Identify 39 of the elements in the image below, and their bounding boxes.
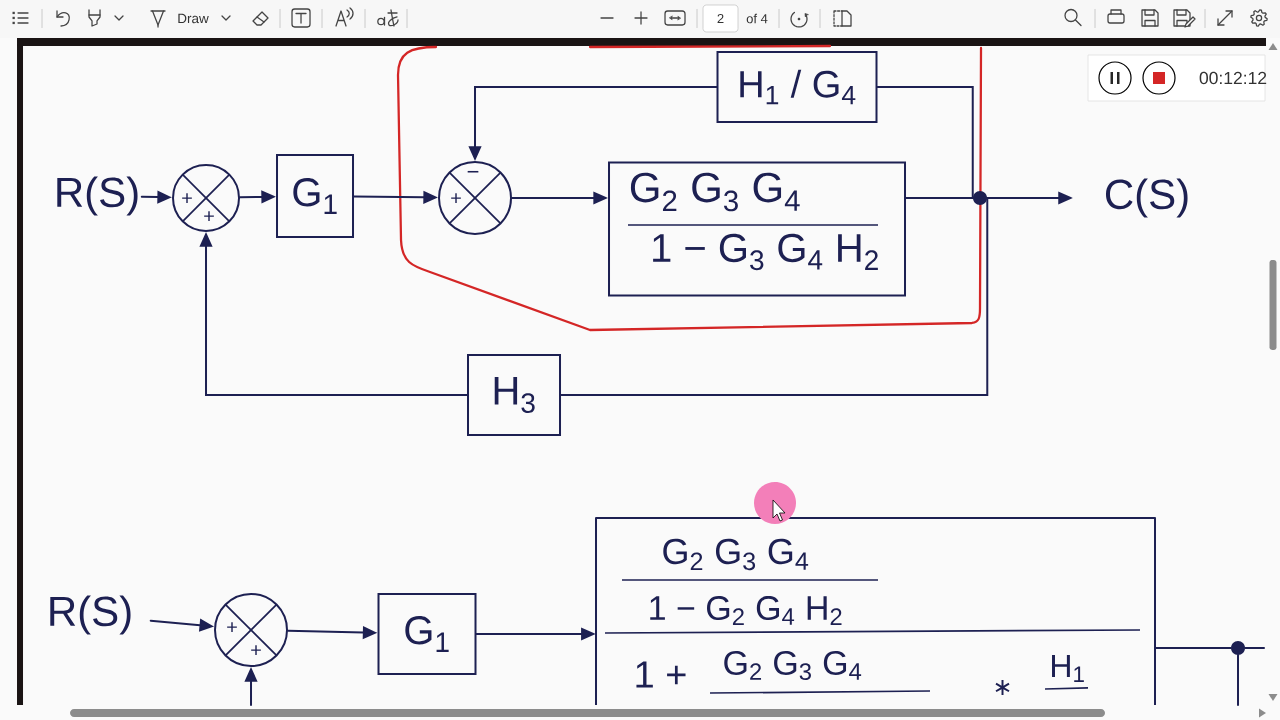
formula-text: G$_{2}$ G$_{3}$ G$_{4}$ [724,650,862,681]
formula-text: ∗ [995,679,1010,695]
junction-dot [973,191,987,205]
formula-text: 1 − G$_{2}$ G$_{4}$ H$_{2}$ [650,596,842,625]
junction-sign: + [204,211,214,221]
signal-label: R(S) [50,595,131,635]
tool-label: Draw [178,13,209,24]
junction-sign: − [467,170,479,173]
page-count-text: of 4 [746,13,768,24]
signal-label: R(S) [57,176,138,216]
junction-sign: + [251,645,261,655]
junction-sign: + [451,193,461,203]
connector-line [1237,654,1239,706]
formula-text: 1 + [636,661,686,688]
transfer-block: H$_{3}$ [467,354,561,436]
formula-text: H$_{1}$ [1052,655,1084,682]
connector-line [876,86,974,199]
connector-line [1244,647,1265,649]
transfer-block [608,161,906,297]
connector-line [560,197,989,396]
formula-text: 1 − G$_{3}$ G$_{4}$ H$_{2}$ [653,233,878,271]
page-number-field: 2 [702,4,739,33]
junction-sign: + [182,193,192,203]
connector-line [905,197,974,199]
transfer-block: G$_{1}$ [276,154,354,238]
formula-text: G$_{2}$ G$_{3}$ G$_{4}$ [663,538,809,571]
connector-line [1154,647,1232,649]
junction-sign: + [227,622,237,632]
signal-label: C(S) [1106,178,1188,218]
summing-junction [438,161,512,235]
formula-text: G$_{2}$ G$_{3}$ G$_{4}$ [630,172,800,212]
junction-dot [1231,641,1245,655]
transfer-block [595,517,1156,706]
transfer-block: H$_{1}$ / G$_{4}$ [716,51,878,123]
summing-junction [172,164,240,232]
highlight-outline [396,44,983,332]
transfer-block: G$_{1}$ [377,593,477,675]
summing-junction [214,593,288,667]
timer-text: 00:12:12 [1199,71,1267,85]
